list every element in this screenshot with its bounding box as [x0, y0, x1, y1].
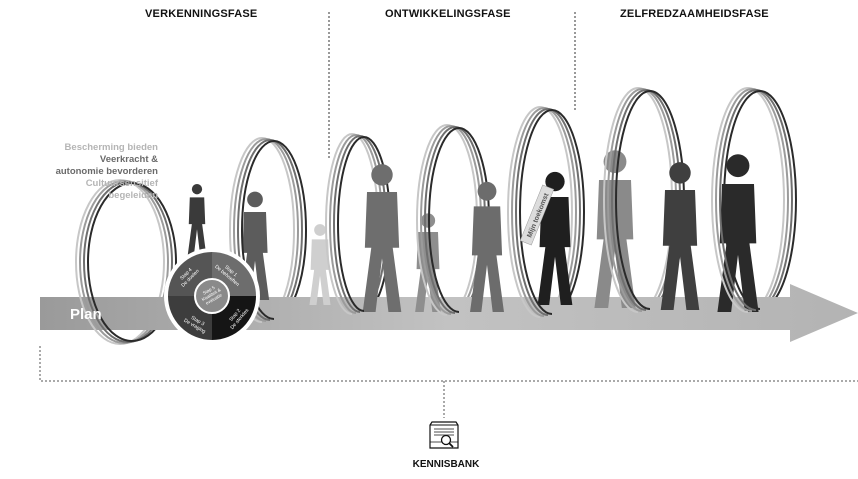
theme-resilience-1: Veerkracht &: [99, 154, 158, 165]
ring-front-stroke: [79, 180, 125, 344]
ring-front-stroke: [241, 140, 275, 320]
ring-front-stroke: [75, 179, 121, 345]
theme-resilience-2: autonomie bevorderen: [55, 166, 158, 177]
step5-title: Stap 5: [202, 285, 216, 296]
knowledge-bank-label: KENNISBANK: [412, 459, 480, 470]
ring-front-stroke: [424, 126, 456, 314]
phase-title-verkenning: VERKENNINGSFASE: [145, 8, 258, 20]
ring-back-stroke: [131, 182, 177, 342]
ring-front-stroke: [337, 136, 365, 312]
ring-front-stroke: [515, 108, 549, 316]
person-silhouette: [660, 162, 700, 310]
ring-front-stroke: [519, 109, 553, 315]
person-silhouette: [187, 184, 207, 255]
spiral-rings-front: [75, 87, 761, 345]
cycle-disc: Stap 1De behoeften Stap 2De sterktes Sta…: [164, 248, 260, 344]
knowledge-bracket: [39, 346, 858, 382]
ring-front-stroke: [329, 134, 357, 314]
ring-back-stroke: [119, 179, 165, 345]
ring-front-stroke: [83, 181, 129, 343]
person-silhouette: [309, 224, 331, 305]
ring-front-stroke: [611, 89, 647, 311]
ring-front-stroke: [333, 135, 361, 313]
book-search-icon: [429, 421, 459, 449]
ring-front-stroke: [711, 87, 749, 313]
ring-front-stroke: [428, 127, 460, 313]
ring-back-stroke: [123, 180, 169, 344]
phase-title-zelfredzaamheid: ZELFREDZAAMHEIDSFASE: [620, 8, 769, 20]
cycle-center: [194, 278, 230, 314]
ring-front-stroke: [607, 88, 643, 312]
ring-front-stroke: [87, 182, 133, 342]
person-silhouette: [470, 181, 504, 312]
ring-front-stroke: [719, 89, 757, 311]
ring-front-stroke: [325, 133, 353, 315]
person-silhouette: [362, 164, 402, 312]
ring-back-stroke: [751, 88, 789, 312]
plan-label: Plan: [70, 306, 102, 323]
theme-culture-1: Cultuursensitief: [85, 178, 158, 189]
support-themes: Bescherming bieden Veerkracht & autonomi…: [0, 142, 158, 202]
ring-front-stroke: [420, 125, 452, 315]
ring-front-stroke: [615, 90, 651, 310]
person-silhouette: [537, 171, 573, 305]
theme-culture-2: begeleiden: [108, 190, 158, 201]
ring-front-stroke: [715, 88, 753, 312]
ring-front-stroke: [507, 106, 541, 318]
phase-title-ontwikkeling: ONTWIKKELINGSFASE: [385, 8, 511, 20]
ring-front-stroke: [723, 90, 761, 310]
ring-front-stroke: [416, 124, 448, 316]
ring-front-stroke: [511, 107, 545, 317]
ring-front-stroke: [603, 87, 639, 313]
ring-back-stroke: [127, 181, 173, 343]
theme-protection: Bescherming bieden: [64, 142, 158, 153]
